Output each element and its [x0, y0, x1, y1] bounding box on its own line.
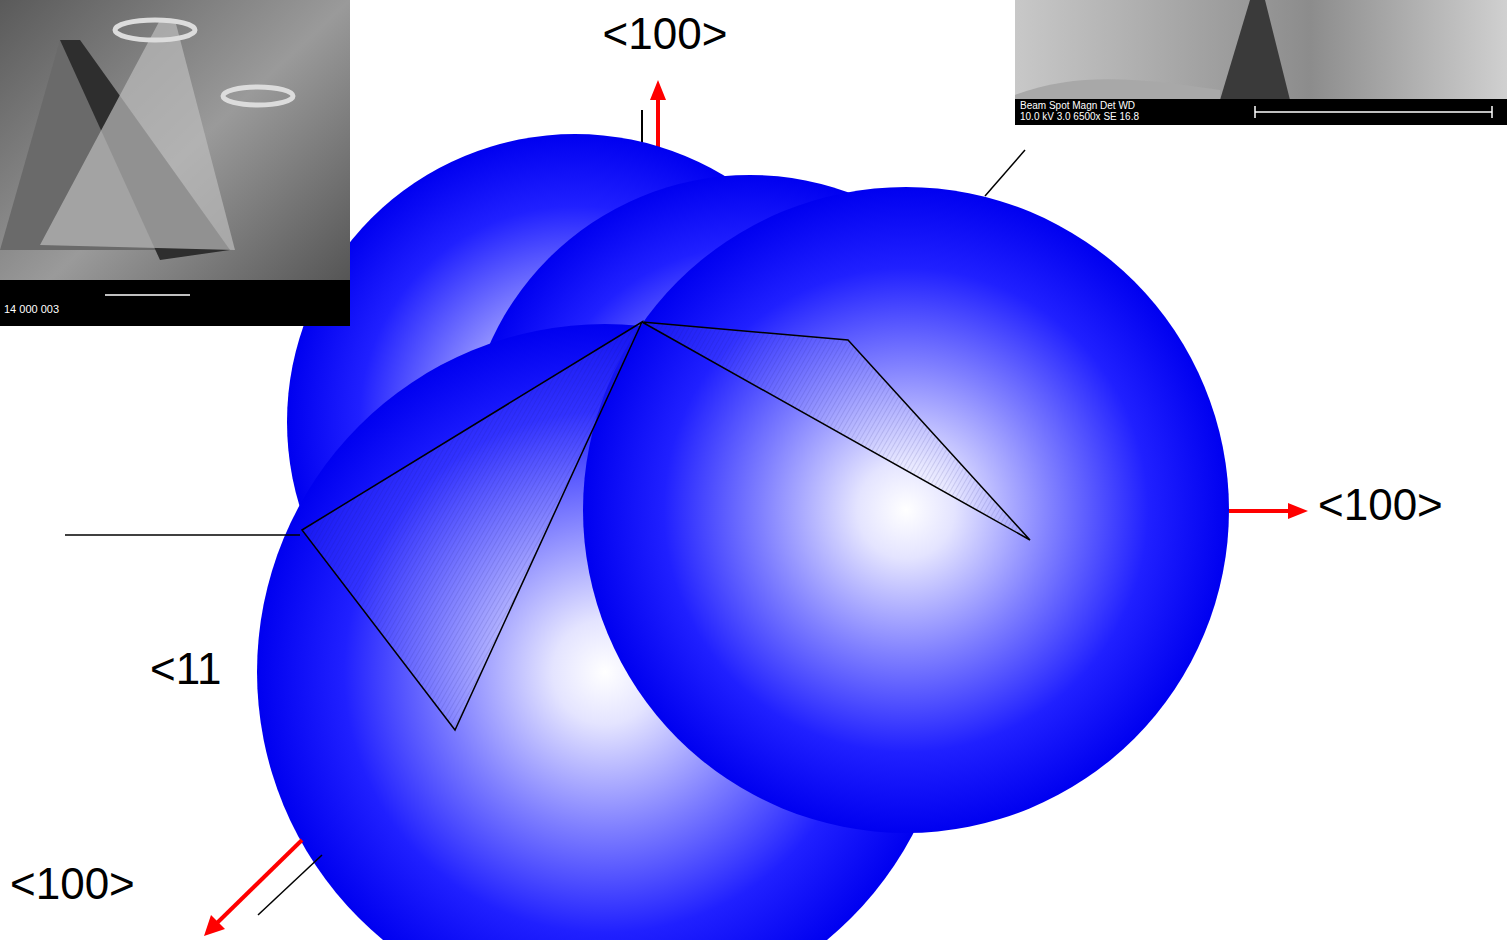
axis-label: <100> [10, 860, 135, 908]
sem-info-bar [1015, 99, 1507, 125]
sem-pyramid [1220, 0, 1290, 100]
facet-triangle [642, 322, 1030, 540]
sem-surface [1015, 79, 1220, 100]
axis-arrow [1229, 509, 1290, 513]
arrow-head [204, 915, 225, 936]
facet-triangle [302, 322, 642, 730]
sem-pyramid [40, 20, 235, 250]
arrow-head [650, 80, 666, 100]
sem-info-text: 10.0 kV 3.0 6500x SE 16.8 [1020, 111, 1139, 122]
scale-bar [105, 294, 190, 296]
scale-bar [1254, 106, 1256, 118]
sem-info-text: 14 000 003 [4, 303, 59, 315]
arrow-head [1288, 503, 1308, 519]
leader-line [985, 150, 1025, 196]
axis-label: <11 [150, 645, 221, 693]
atom-sphere [583, 187, 1229, 833]
leader-line [258, 855, 322, 915]
sem-info-text: Beam Spot Magn Det WD [1020, 100, 1135, 111]
sem-photo [1015, 0, 1507, 125]
sem-ring [115, 20, 195, 40]
leader-line [65, 534, 300, 536]
sem-ring [223, 87, 293, 105]
sem-photo [0, 0, 350, 326]
axis-label: <100> [603, 10, 728, 58]
scale-bar [1491, 106, 1493, 118]
axis-label: <100> [1318, 481, 1443, 529]
axis-arrow [217, 840, 302, 923]
sem-info-bar [0, 280, 350, 326]
scale-bar [1255, 111, 1492, 113]
